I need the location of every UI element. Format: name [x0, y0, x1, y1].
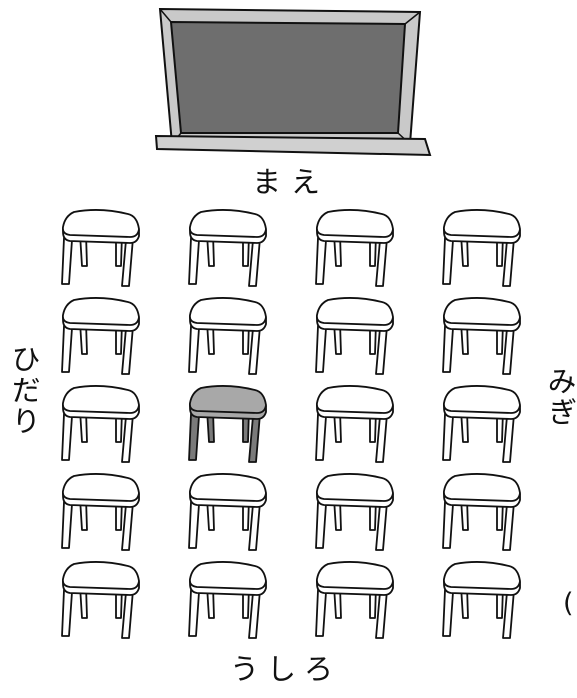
stool: [315, 209, 394, 287]
stool: [315, 297, 394, 375]
back-label: うしろ: [230, 652, 342, 686]
stool: [188, 297, 267, 375]
front-label: まえ: [252, 165, 331, 199]
stool: [188, 209, 267, 287]
left-label: ひだり: [7, 344, 41, 437]
stool: [315, 385, 394, 463]
stool: [61, 297, 140, 375]
stool: [315, 473, 394, 551]
stool: [442, 473, 521, 551]
stray-parenthesis-mark: (: [563, 588, 574, 619]
right-label: みぎ: [543, 366, 577, 428]
stool: [442, 297, 521, 375]
stool: [315, 561, 394, 639]
stool: [188, 473, 267, 551]
blackboard-chalk-tray: [154, 134, 432, 157]
stool: [188, 561, 267, 639]
stool-grid: [61, 209, 521, 639]
stool: [61, 385, 140, 463]
stool: [61, 561, 140, 639]
stool: [442, 561, 521, 639]
blackboard-surface: [169, 20, 407, 134]
stool-highlighted: [188, 385, 267, 463]
stool: [442, 209, 521, 287]
blackboard: [154, 7, 432, 157]
stool: [61, 473, 140, 551]
stool: [442, 385, 521, 463]
stool: [61, 209, 140, 287]
